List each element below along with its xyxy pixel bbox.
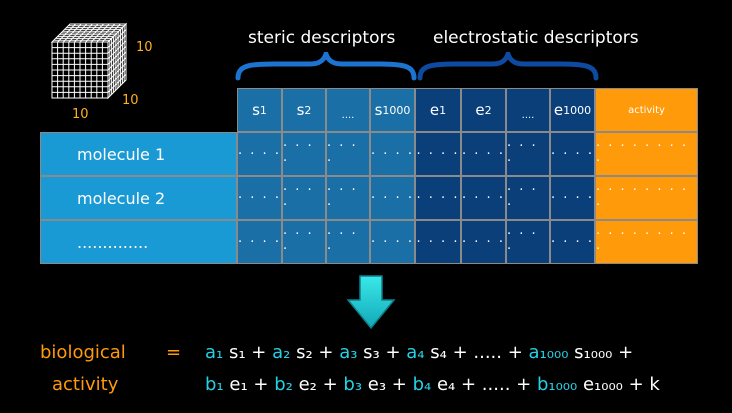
- activity-cell: · · · · · · · · ·: [595, 176, 698, 220]
- table-cell: · · · ·: [461, 220, 506, 264]
- table-cell: · · · ·: [461, 176, 506, 220]
- table-cell: · · · ·: [506, 132, 550, 176]
- table-cell: · · · ·: [550, 220, 595, 264]
- table-cell: · · · ·: [282, 220, 326, 264]
- table-cell: · · · ·: [550, 132, 595, 176]
- steric-brace: [235, 52, 417, 81]
- cube-dim-height: 10: [122, 93, 139, 108]
- activity-cell: · · · · · · · · ·: [595, 132, 698, 176]
- table-cell: · · · ·: [506, 176, 550, 220]
- equation-equals: =: [166, 342, 182, 363]
- table-cell: · · · ·: [415, 132, 461, 176]
- cube-dim-depth: 10: [136, 40, 153, 55]
- table-cell: · · · ·: [550, 176, 595, 220]
- table-cell: · · · ·: [282, 132, 326, 176]
- col-header-s-ellipsis: ....: [326, 88, 370, 132]
- steric-group-label: steric descriptors: [248, 28, 396, 48]
- table-cell: · · · ·: [282, 176, 326, 220]
- row-label-ellipsis: ..............: [40, 220, 237, 264]
- table-cell: · · · ·: [237, 132, 282, 176]
- grid-cube-icon: [50, 22, 128, 100]
- table-cell: · · · ·: [370, 176, 415, 220]
- table-cell: · · · ·: [326, 220, 370, 264]
- table-cell: · · · ·: [326, 176, 370, 220]
- table-cell: · · · ·: [461, 132, 506, 176]
- col-header-e-ellipsis: ....: [506, 88, 550, 132]
- table-cell: · · · ·: [370, 220, 415, 264]
- equation-line-1: a₁ s₁ + a₂ s₂ + a₃ s₃ + a₄ s₄ + ..... + …: [205, 342, 634, 363]
- equation-lhs-activity: activity: [52, 374, 119, 395]
- col-header-activity: activity: [595, 88, 698, 132]
- activity-cell: · · · · · · · · ·: [595, 220, 698, 264]
- table-cell: · · · ·: [506, 220, 550, 264]
- down-arrow-icon: [346, 275, 396, 330]
- table-cell: · · · ·: [370, 132, 415, 176]
- equation-lhs-biological: biological: [40, 342, 126, 363]
- row-label-molecule-2: molecule 2: [40, 176, 237, 220]
- table-cell: · · · ·: [326, 132, 370, 176]
- cube-dim-width: 10: [72, 107, 89, 122]
- table-cell: · · · ·: [237, 220, 282, 264]
- table-cell: · · · ·: [237, 176, 282, 220]
- table-cell: · · · ·: [415, 220, 461, 264]
- table-cell: · · · ·: [415, 176, 461, 220]
- row-label-molecule-1: molecule 1: [40, 132, 237, 176]
- electrostatic-brace: [417, 52, 599, 81]
- equation-line-2: b₁ e₁ + b₂ e₂ + b₃ e₃ + b₄ e₄ + ..... + …: [205, 374, 660, 395]
- electrostatic-group-label: electrostatic descriptors: [433, 28, 639, 48]
